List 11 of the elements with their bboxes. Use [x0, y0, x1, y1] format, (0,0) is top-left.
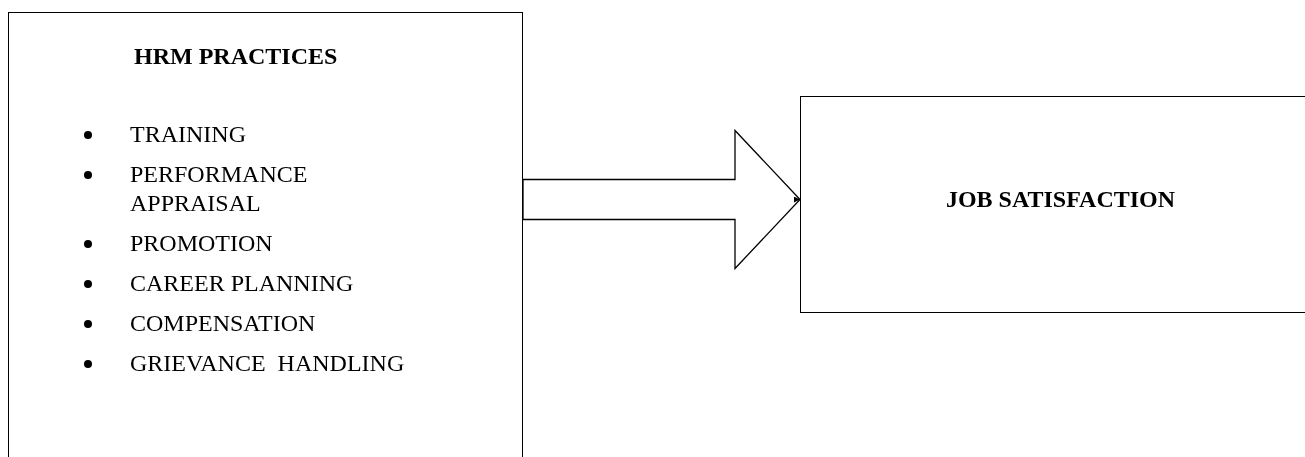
box-title: JOB SATISFACTION — [945, 186, 1176, 213]
list-item: CAREER PLANNING — [130, 269, 354, 298]
list-item: PERFORMANCE APPRAISAL — [130, 160, 309, 218]
box-title: HRM PRACTICES — [134, 43, 338, 70]
block-arrow — [522, 128, 801, 271]
list-item: PROMOTION — [130, 229, 273, 258]
process-box — [8, 12, 523, 457]
list-item: COMPENSATION — [130, 309, 316, 338]
list-item: GRIEVANCE HANDLING — [130, 349, 405, 378]
list-item: TRAINING — [130, 120, 246, 149]
process-box — [800, 96, 1305, 313]
